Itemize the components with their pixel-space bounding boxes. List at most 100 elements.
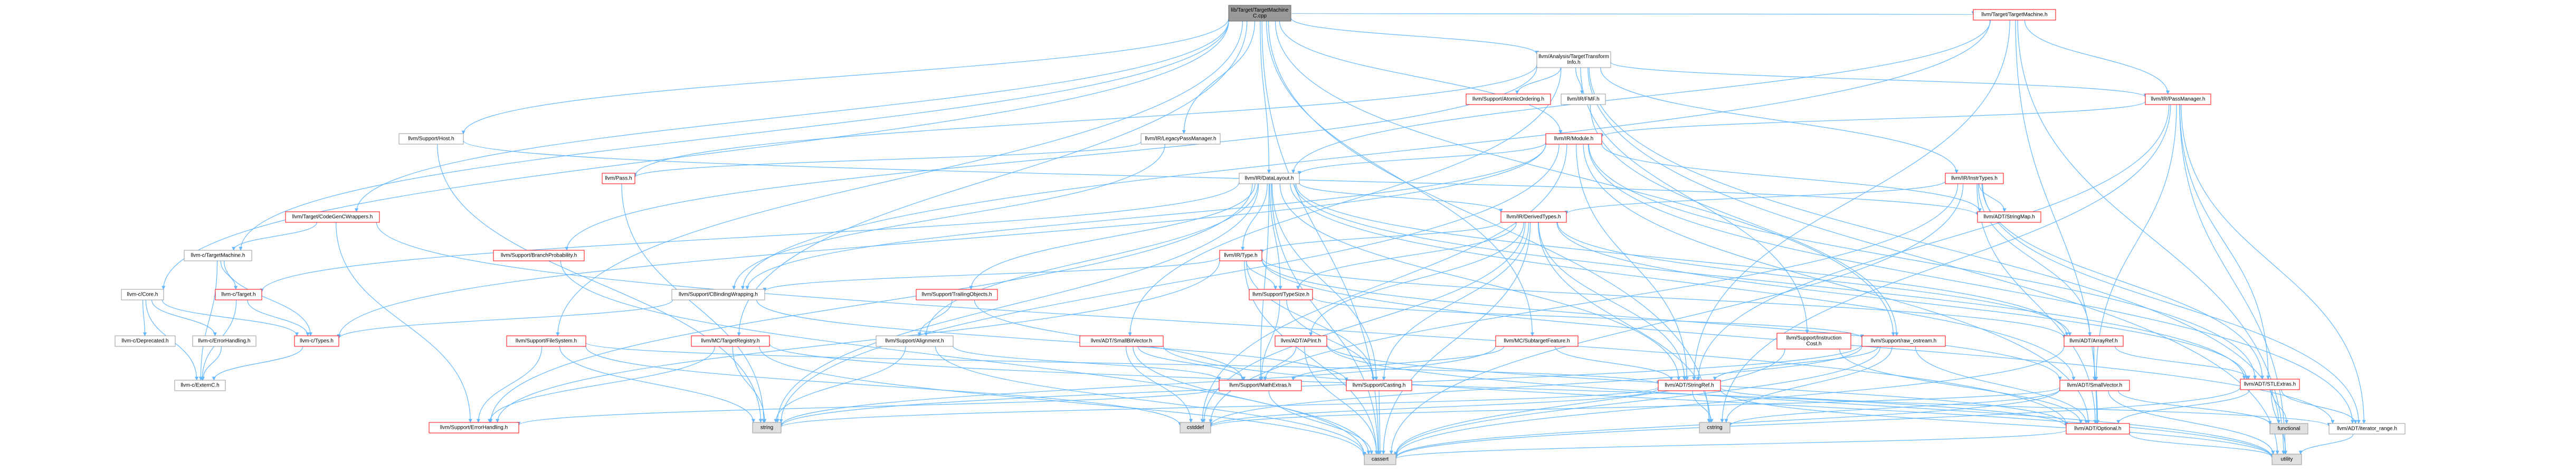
edges-layer <box>142 11 2366 459</box>
node-alignment[interactable]: llvm/Support/Alignment.h <box>876 335 954 347</box>
node-apint[interactable]: llvm/ADT/APInt.h <box>1275 335 1327 347</box>
node-errorhandling[interactable]: llvm/Support/ErrorHandling.h <box>429 422 519 434</box>
node-label-string: string <box>761 425 773 431</box>
node-box-cdeprecated <box>115 335 176 347</box>
edge-cerror-to-cexternc <box>201 346 222 381</box>
node-box-cgwrappers <box>285 211 380 223</box>
node-cerror[interactable]: llvm-c/ErrorHandling.h <box>192 335 256 347</box>
node-stlextras[interactable]: llvm/ADT/STLExtras.h <box>2240 379 2300 390</box>
edge-datalayout-to-derivedtypes <box>1299 183 1503 213</box>
edge-smallvector-to-functional <box>2118 390 2272 425</box>
node-atomic[interactable]: llvm/Support/AtomicOrdering.h <box>1466 93 1551 105</box>
node-smallbitvector[interactable]: llvm/ADT/SmallBitVector.h <box>1079 335 1164 347</box>
node-rawostream[interactable]: llvm/Support/raw_ostream.h <box>1861 335 1946 347</box>
node-label-module: llvm/IR/Module.h <box>1554 136 1593 142</box>
node-filesystem[interactable]: llvm/Support/FileSystem.h <box>506 335 586 347</box>
edge-arrayref-to-stlextras <box>2115 346 2250 380</box>
node-box-instrcost <box>1776 333 1851 350</box>
node-supporthost[interactable]: llvm/Support/Host.h <box>398 133 464 145</box>
node-datalayout[interactable]: llvm/IR/DataLayout.h <box>1239 173 1300 184</box>
node-mcsubtarget[interactable]: llvm/MC/SubtargetFeature.h <box>1495 335 1579 347</box>
edge-smallvector-to-cstddef <box>1209 387 2060 428</box>
edge-ctarget-to-ctypes <box>247 299 310 336</box>
edge-apint-to-cassert <box>1304 346 1379 455</box>
edge-stringref-to-string <box>779 387 1659 428</box>
node-cbinding[interactable]: llvm/Support/CBindingWrapping.h <box>671 289 765 300</box>
node-branchprob[interactable]: llvm/Support/BranchProbability.h <box>493 250 585 261</box>
edge-root-to-rawostream <box>1275 21 1895 336</box>
node-cgwrappers[interactable]: llvm/Target/CodeGenCWrappers.h <box>285 211 380 223</box>
node-irtype[interactable]: llvm/IR/Type.h <box>1219 250 1262 261</box>
node-label-stringref: llvm/ADT/StringRef.h <box>1665 383 1714 389</box>
edge-root-to-filesystem <box>556 21 1243 336</box>
edge-mathextras-to-errorhandling <box>517 387 1220 426</box>
edge-apint-to-mathextras <box>1263 346 1297 381</box>
node-iteratorrange[interactable]: llvm/ADT/iterator_range.h <box>2328 423 2406 435</box>
node-smallvector[interactable]: llvm/ADT/SmallVector.h <box>2059 380 2130 391</box>
node-stringref[interactable]: llvm/ADT/StringRef.h <box>1658 380 1721 391</box>
node-intrinsictypes[interactable]: llvm/IR/InstrTypes.h <box>1945 173 2004 184</box>
node-box-string <box>752 422 782 434</box>
edge-derivedtypes-to-cassert <box>1381 222 1531 455</box>
node-arrayref[interactable]: llvm/ADT/ArrayRef.h <box>2064 335 2124 347</box>
node-label-cassert: cassert <box>1372 457 1389 463</box>
edge-irtype-to-smallvector <box>1261 259 2062 381</box>
node-trailing[interactable]: llvm/Support/TrailingObjects.h <box>916 289 998 300</box>
edge-ctargetmachine-to-ctypes <box>223 260 313 336</box>
node-ctypes[interactable]: llvm-c/Types.h <box>294 335 339 347</box>
node-cassert: cassert <box>1364 454 1396 465</box>
node-pass[interactable]: llvm/Pass.h <box>602 173 635 184</box>
node-optional[interactable]: llvm/ADT/Optional.h <box>2066 423 2130 435</box>
node-mathextras[interactable]: llvm/Support/MathExtras.h <box>1219 380 1302 391</box>
node-stringmap[interactable]: llvm/ADT/StringMap.h <box>1977 211 2041 223</box>
node-ccore[interactable]: llvm-c/Core.h <box>121 289 164 300</box>
node-casting[interactable]: llvm/Support/Casting.h <box>1346 380 1412 391</box>
node-typesize[interactable]: llvm/Support/TypeSize.h <box>1249 289 1313 300</box>
edge-optional-to-utility <box>2129 434 2274 458</box>
node-box-casting <box>1346 380 1412 391</box>
edge-intrinsictypes-to-derivedtypes <box>1564 181 1946 215</box>
node-box-smallbitvector <box>1079 335 1164 347</box>
node-cexternc[interactable]: llvm-c/ExternC.h <box>174 380 226 391</box>
node-ctarget[interactable]: llvm-c/Target.h <box>215 289 262 300</box>
edge-passmanager-to-utility <box>2179 104 2287 455</box>
node-label-cstddef: cstddef <box>1187 425 1204 431</box>
edge-cgwrappers-to-errorhandling <box>336 222 472 423</box>
edge-stringref-to-utility <box>1720 389 2274 458</box>
node-box-typesize <box>1249 289 1313 300</box>
node-targetmachineh[interactable]: llvm/Target/TargetMachine.h <box>1973 9 2056 21</box>
edge-filesystem-to-string <box>559 346 756 423</box>
edge-analysis-to-fmf <box>1575 67 1584 95</box>
edge-stringref-to-cstring <box>1692 390 1714 423</box>
node-fmf[interactable]: llvm/IR/FMF.h <box>1561 93 1606 105</box>
node-legacypm[interactable]: llvm/IR/LegacyPassManager.h <box>1140 133 1221 145</box>
node-passmanager[interactable]: llvm/IR/PassManager.h <box>2145 93 2211 105</box>
node-derivedtypes[interactable]: llvm/IR/DerivedTypes.h <box>1500 211 1567 223</box>
node-label-typesize: llvm/Support/TypeSize.h <box>1252 292 1309 298</box>
edge-ccore-to-cerror <box>151 299 217 336</box>
node-cdeprecated[interactable]: llvm-c/Deprecated.h <box>115 335 176 347</box>
node-label-atomic: llvm/Support/AtomicOrdering.h <box>1472 97 1544 102</box>
node-label-rawostream: llvm/Support/raw_ostream.h <box>1871 338 1937 344</box>
edge-root-to-legacypm <box>1182 21 1256 134</box>
edge-branchprob-to-cassert <box>560 260 1366 456</box>
edge-ccore-to-ctypes <box>161 299 299 336</box>
edge-filesystem-to-stringref <box>585 342 1660 385</box>
node-label-cexternc: llvm-c/ExternC.h <box>180 383 219 389</box>
node-box-ctargetmachine <box>184 250 252 261</box>
edge-passmanager-to-cstring <box>1720 104 2171 423</box>
node-ctargetmachine[interactable]: llvm-c/TargetMachine.h <box>184 250 252 261</box>
edge-targetmachineh-to-datalayout <box>1291 20 1991 174</box>
node-box-branchprob <box>493 250 585 261</box>
node-box-targetmachineh <box>1973 9 2056 21</box>
edge-iteratorrange-to-utility <box>2298 434 2354 455</box>
node-label-root: lib/Target/TargetMachine <box>1231 7 1289 13</box>
node-mctargetreg[interactable]: llvm/MC/TargetRegistry.h <box>691 335 770 347</box>
node-box-alignment <box>876 335 954 347</box>
edge-derivedtypes-to-arrayref <box>1557 222 2072 336</box>
edge-mctargetreg-to-cassert <box>759 346 1366 457</box>
node-module[interactable]: llvm/IR/Module.h <box>1545 133 1602 145</box>
